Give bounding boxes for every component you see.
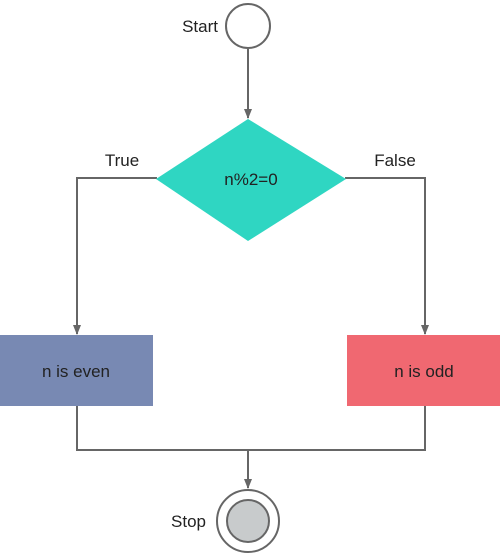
false-branch-label: False <box>374 151 416 170</box>
stop-node-inner <box>226 499 270 543</box>
process-even-label: n is even <box>42 362 110 381</box>
process-odd-node <box>347 335 500 406</box>
decision-label: n%2=0 <box>224 170 277 189</box>
connector-false-branch <box>345 177 429 335</box>
connector-even-to-merge <box>76 406 248 451</box>
process-even-node <box>0 335 153 406</box>
start-label: Start <box>182 17 218 36</box>
process-odd-label: n is odd <box>394 362 454 381</box>
stop-label: Stop <box>171 512 206 531</box>
connector-true-branch <box>73 177 157 335</box>
start-node <box>225 3 271 49</box>
true-branch-label: True <box>105 151 139 170</box>
decision-node <box>156 119 346 241</box>
connector-odd-to-merge <box>248 406 426 451</box>
